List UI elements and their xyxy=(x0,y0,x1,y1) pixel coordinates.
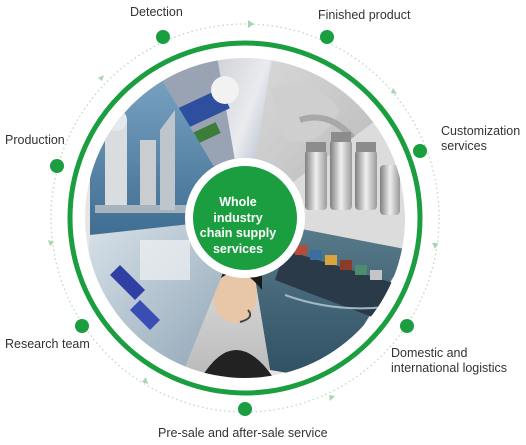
node-service xyxy=(238,402,252,416)
orbit-arrows xyxy=(48,20,438,401)
label-logistics-line: international logistics xyxy=(391,361,508,375)
node-detection xyxy=(156,30,170,44)
label-logistics-line: Domestic and xyxy=(391,346,468,360)
label-service: Pre-sale and after-sale service xyxy=(158,426,328,440)
orbit-arrow-icon xyxy=(329,395,335,401)
center-title: Whole industry chain supply services xyxy=(193,195,283,257)
label-customization-line: Customization xyxy=(441,124,521,138)
label-finished-product: Finished product xyxy=(318,8,411,22)
orbit-arrow-icon xyxy=(248,20,254,28)
center-title-line: chain supply xyxy=(199,226,277,240)
label-detection: Detection xyxy=(130,5,183,19)
label-customization: Customization services xyxy=(441,124,520,154)
orbit-arrow-icon xyxy=(142,377,148,384)
center-title-line: Whole industry xyxy=(213,195,263,225)
center-green-circle xyxy=(193,166,297,270)
orbit-arrow-icon xyxy=(391,88,397,94)
label-production: Production xyxy=(5,133,65,147)
label-customization-line: services xyxy=(441,139,487,153)
center-title-line: services xyxy=(212,241,264,256)
node-finished-product xyxy=(320,30,334,44)
node-customization xyxy=(413,144,427,158)
orbit-arrow-icon xyxy=(432,243,438,249)
orbit-arrow-icon xyxy=(98,75,104,81)
main-green-ring xyxy=(67,40,423,396)
photo-disc xyxy=(85,58,405,378)
outer-dotted-ring xyxy=(50,23,440,413)
node-production xyxy=(50,159,64,173)
label-research: Research team xyxy=(5,337,90,351)
node-logistics xyxy=(400,319,414,333)
ring-nodes xyxy=(50,30,427,416)
label-logistics: Domestic and international logistics xyxy=(391,346,507,376)
node-research xyxy=(75,319,89,333)
orbit-arrow-icon xyxy=(48,240,54,246)
